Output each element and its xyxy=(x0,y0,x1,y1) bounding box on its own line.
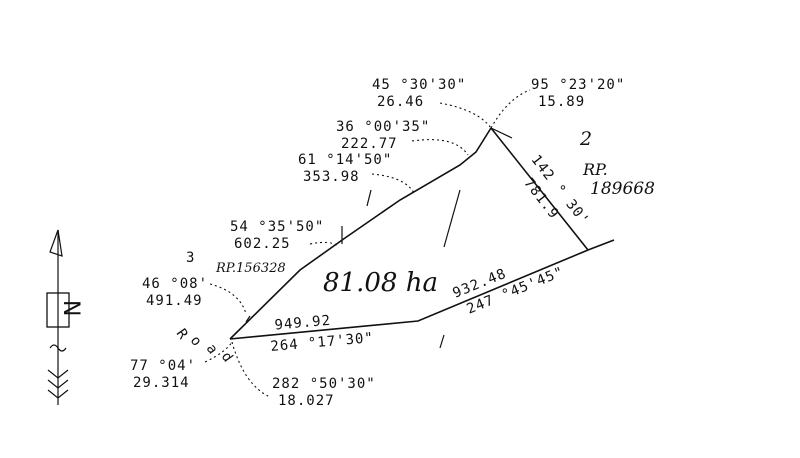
leader-line xyxy=(490,89,531,129)
leader-line xyxy=(209,283,247,315)
bearing-angle: 36 °00'35" xyxy=(336,119,430,135)
road-letter: d xyxy=(218,349,237,366)
bearing-distance: 18.027 xyxy=(278,393,335,409)
parcel-boundary-south xyxy=(229,239,615,340)
parcel-boundary-north-west xyxy=(229,127,492,340)
leader-line xyxy=(411,139,469,156)
north-arrow-fletching xyxy=(47,369,69,399)
bearing-angle: 61 °14'50" xyxy=(298,152,392,168)
bearing-distance: 29.314 xyxy=(133,375,190,391)
road-letter: o xyxy=(187,333,206,350)
leader-line xyxy=(204,341,233,363)
leader-line xyxy=(231,341,271,398)
north-arrow: N xyxy=(46,229,83,405)
bearing-angle: 95 °23'20" xyxy=(531,77,625,93)
leader-line xyxy=(371,173,415,194)
bearing-distance: 15.89 xyxy=(538,94,585,110)
bearing-angle: 54 °35'50" xyxy=(230,219,324,235)
plan-reference-east-number: 189668 xyxy=(590,179,655,199)
parcel-number-east: 2 xyxy=(579,128,592,150)
bearing-angle: 46 °08' xyxy=(142,276,208,292)
parcel-boundary-east xyxy=(490,127,589,251)
north-arrow-flag xyxy=(49,229,63,257)
south-west-side-distance: 949.92 xyxy=(274,313,332,334)
bearing-distance: 602.25 xyxy=(234,236,291,252)
road-letter: a xyxy=(203,341,222,358)
parcel-area: 81.08 ha xyxy=(323,268,438,298)
north-arrow-squiggle xyxy=(49,344,67,352)
tick-mark xyxy=(443,189,461,248)
bearing-angle: 282 °50'30" xyxy=(272,376,376,392)
north-letter: N xyxy=(58,300,83,316)
bearing-distance: 26.46 xyxy=(377,94,424,110)
bearing-distance: 353.98 xyxy=(303,169,360,185)
bearing-angle: 45 °30'30" xyxy=(372,77,466,93)
tick-mark xyxy=(439,334,445,349)
bearing-angle: 77 °04' xyxy=(130,358,196,374)
leader-line xyxy=(309,241,339,247)
bearing-distance: 222.77 xyxy=(341,136,398,152)
plan-reference-east-prefix: RP. xyxy=(582,160,608,179)
tick-mark xyxy=(245,315,251,323)
north-letter-box xyxy=(46,292,70,328)
bearing-distance: 491.49 xyxy=(146,293,203,309)
parcel-number-north-west: 3 xyxy=(186,250,195,266)
leader-line xyxy=(439,102,492,129)
boundary-extension-north xyxy=(490,127,513,139)
plan-reference-west: RP.156328 xyxy=(215,261,286,276)
tick-mark xyxy=(366,189,372,207)
